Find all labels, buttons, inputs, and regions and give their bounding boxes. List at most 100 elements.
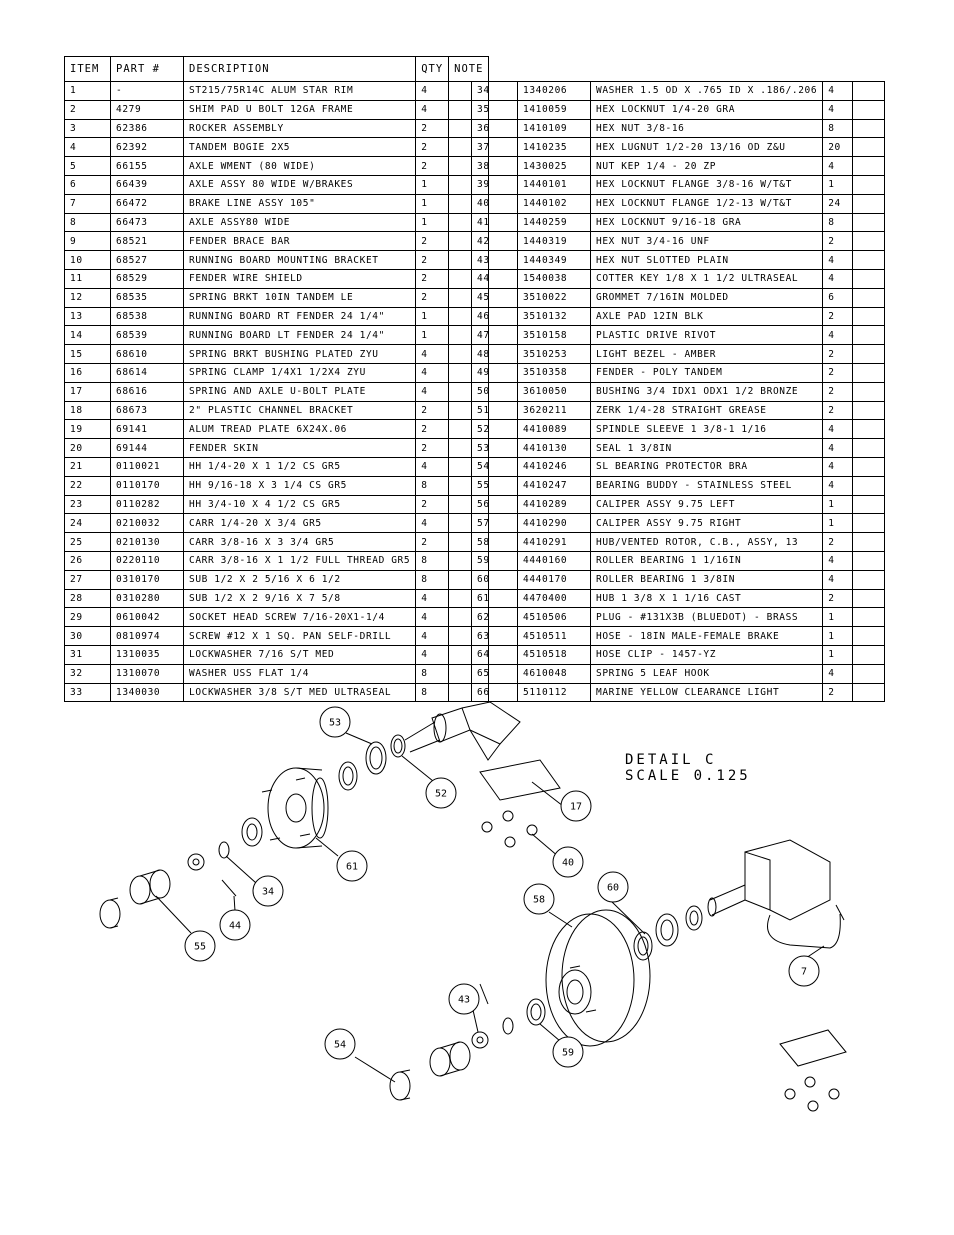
cell-description: ROCKER ASSEMBLY bbox=[182, 118, 417, 139]
cotter-key-44-part bbox=[221, 879, 237, 897]
callout-label: 60 bbox=[607, 883, 619, 894]
col-header-qty: QTY bbox=[415, 56, 450, 82]
callout-circle bbox=[336, 850, 368, 882]
callout-label: 34 bbox=[262, 887, 274, 898]
cell-part: 1410109 bbox=[517, 118, 591, 139]
cell-description: HEX LOCKNUT 9/16-18 GRA bbox=[589, 212, 824, 233]
col-header-description: DESCRIPTION bbox=[182, 56, 417, 82]
cell-part: 66473 bbox=[110, 212, 184, 233]
cell-note bbox=[852, 212, 886, 233]
cell-qty: 2 bbox=[415, 137, 450, 158]
cell-item: 9 bbox=[64, 231, 111, 252]
callout-circle bbox=[552, 846, 584, 878]
callout-label: 55 bbox=[194, 942, 206, 953]
cell-description: AXLE WMENT (80 WIDE) bbox=[182, 156, 417, 176]
col-header-note: NOTE bbox=[448, 56, 490, 82]
callout-circle bbox=[184, 930, 216, 962]
callout-label: 40 bbox=[562, 858, 574, 869]
callout-circle bbox=[425, 777, 457, 809]
leader-lines bbox=[155, 732, 825, 1083]
bearing-protector-54-part bbox=[389, 1041, 471, 1101]
cell-description: LOCKWASHER 3/8 S/T MED ULTRASEAL bbox=[182, 682, 417, 703]
callout-circle bbox=[788, 955, 820, 987]
cell-note bbox=[852, 193, 886, 214]
callout-circle bbox=[252, 875, 284, 907]
cell-note bbox=[852, 137, 886, 158]
callout-label: 43 bbox=[458, 995, 470, 1006]
cell-part: 1410235 bbox=[517, 137, 591, 158]
rotor-hub-58-part bbox=[545, 909, 651, 1047]
cell-part: 66439 bbox=[110, 174, 184, 195]
cell-description: BRAKE LINE ASSY 105" bbox=[182, 193, 417, 214]
cell-note bbox=[852, 231, 886, 252]
cell-description: AXLE ASSY80 WIDE bbox=[182, 212, 417, 233]
cell-description: AXLE ASSY 80 WIDE W/BRAKES bbox=[182, 174, 417, 195]
upper-spindle-drawing bbox=[404, 701, 521, 761]
cell-description: TANDEM BOGIE 2X5 bbox=[182, 137, 417, 158]
callout-circle bbox=[324, 1028, 356, 1060]
cell-description: FENDER BRACE BAR bbox=[182, 231, 417, 252]
detail-title: DETAIL C bbox=[625, 752, 717, 768]
callout-circle bbox=[523, 883, 555, 915]
washer-34-part bbox=[218, 841, 230, 859]
hub-61-part bbox=[261, 767, 329, 849]
cell-note bbox=[852, 682, 886, 703]
callout-label: 61 bbox=[346, 862, 358, 873]
table-header-row: ITEM PART # DESCRIPTION QTY NOTE bbox=[64, 56, 490, 82]
callout-circle bbox=[552, 1036, 584, 1068]
cell-part: 62392 bbox=[110, 137, 184, 158]
seal-53-part bbox=[365, 741, 387, 775]
callout-label: 54 bbox=[334, 1040, 346, 1051]
ubolt-plate-17-part bbox=[479, 759, 561, 801]
callout-circle bbox=[319, 706, 351, 738]
callout-label: 53 bbox=[329, 718, 341, 729]
detail-scale: SCALE 0.125 bbox=[625, 768, 751, 784]
callout-circle bbox=[597, 871, 629, 903]
col-header-part: PART # bbox=[110, 56, 184, 82]
cell-description: HEX LUGNUT 1/2-20 13/16 OD Z&U bbox=[589, 137, 824, 158]
cell-description: HEX NUT 3/8-16 bbox=[589, 118, 824, 139]
slotted-nut-part bbox=[187, 853, 205, 871]
cell-qty: 1 bbox=[415, 174, 450, 195]
cell-note bbox=[852, 118, 886, 139]
callout-circle bbox=[448, 983, 480, 1015]
